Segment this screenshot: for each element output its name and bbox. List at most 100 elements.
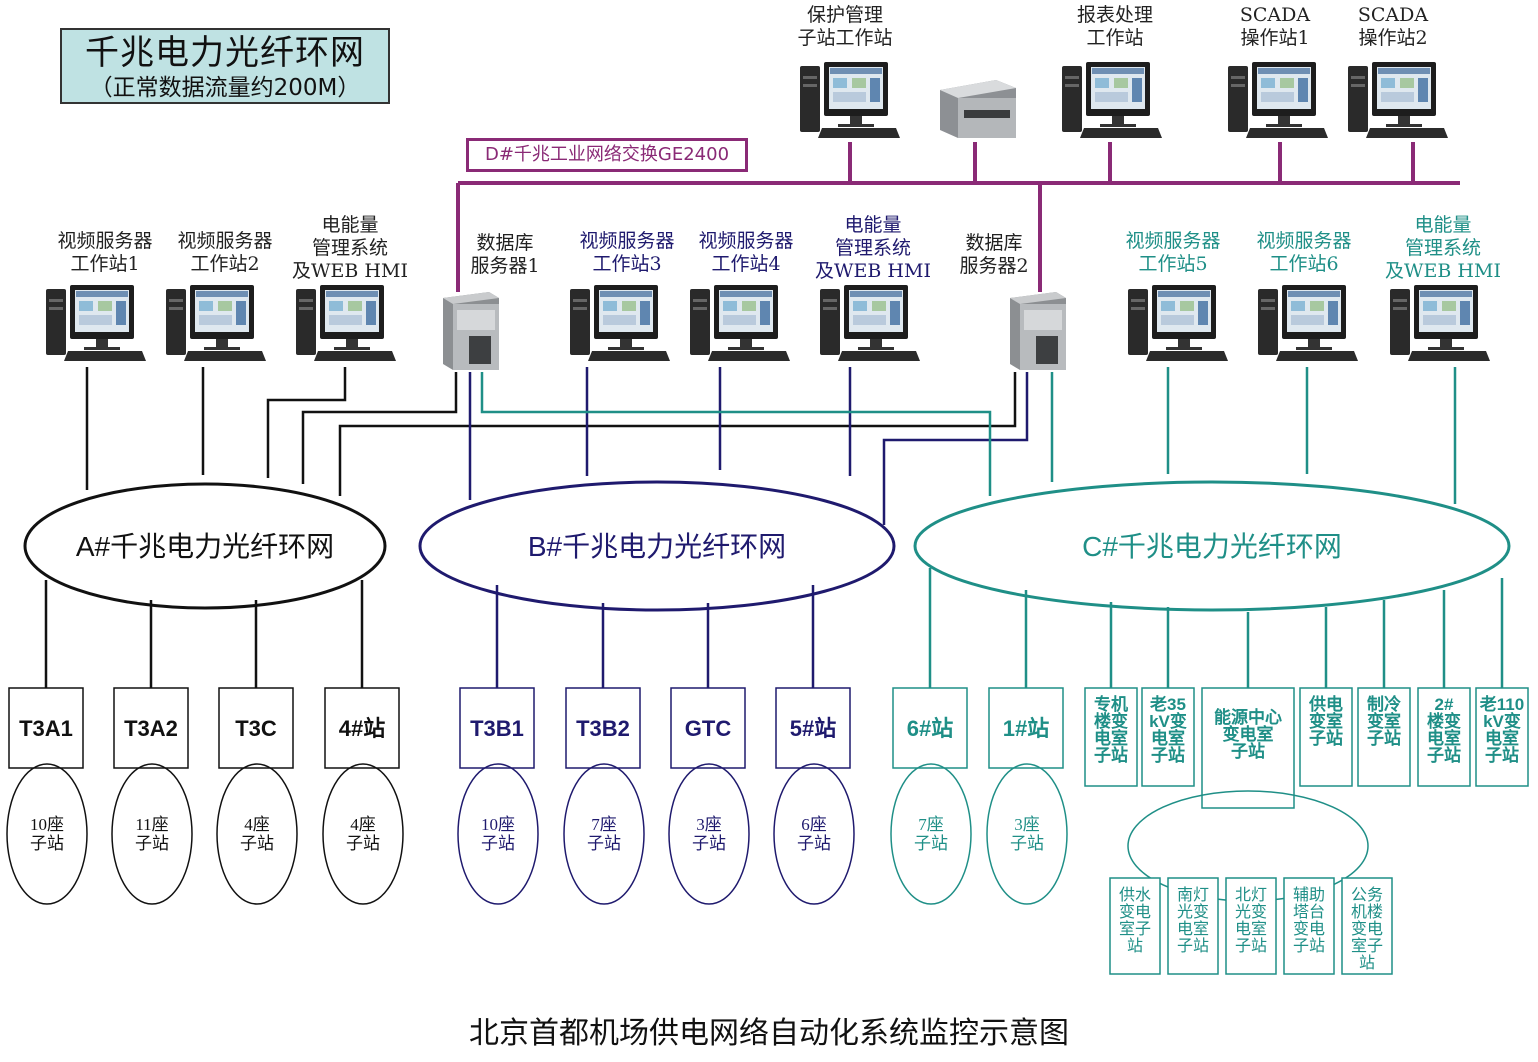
pc-drive <box>1261 307 1275 310</box>
pc-drive <box>803 76 817 79</box>
ws-label-vs2: 视频服务器 工作站2 <box>177 230 273 275</box>
pc-stand <box>1278 116 1290 124</box>
pc-screen-block <box>1291 301 1305 311</box>
pc-screen-bar <box>1420 291 1472 297</box>
c-small-box-4 <box>1357 687 1411 787</box>
pc-stand-base <box>728 347 764 350</box>
substation-ellipse-5 <box>563 763 645 905</box>
pc-stand <box>1178 339 1190 347</box>
ws-label-db2: 数据库 服务器2 <box>959 232 1029 277</box>
station-label-7: 5#站 <box>790 716 836 741</box>
wire-db2-b <box>882 372 1029 525</box>
pc-keyboard <box>314 351 396 361</box>
pc-screen-block <box>1298 78 1308 102</box>
c-small-label-0: 专机楼变电室子站 <box>1094 694 1128 765</box>
server-db2 <box>1010 292 1066 370</box>
pc-screen-bar <box>720 291 772 297</box>
ws-label-em3: 电能量 管理系统 及WEB HMI <box>1385 214 1501 282</box>
pc-screen-block <box>79 301 93 311</box>
substation-ellipse-1 <box>111 763 193 905</box>
server-bay <box>1024 310 1062 330</box>
pc-drive <box>1351 84 1365 87</box>
station-label-3: 4#站 <box>339 716 385 741</box>
pc-stand <box>850 116 862 124</box>
pc-tower <box>1258 289 1278 355</box>
switch-label: D#千兆工业网络交换GE2400 <box>466 138 748 172</box>
server-bay <box>457 310 495 330</box>
ws-label-vs1: 视频服务器 工作站1 <box>57 230 153 275</box>
pc-keyboard <box>588 351 670 361</box>
pc-stand-base <box>204 347 240 350</box>
station-box-0 <box>8 687 84 769</box>
substation-count-5: 7座子站 <box>587 815 621 853</box>
pc-keyboard <box>1366 128 1448 138</box>
ws-label-em2: 电能量 管理系统 及WEB HMI <box>815 214 931 282</box>
pc-screen-bar <box>850 291 902 297</box>
pc-drive <box>1261 299 1275 302</box>
pc-em2 <box>820 285 920 361</box>
pc-screen-block <box>603 315 636 325</box>
ring-A-label: A#千兆电力光纤环网 <box>76 531 334 562</box>
pc-drive <box>803 84 817 87</box>
pc-stand-base <box>608 347 644 350</box>
pc-screen-block <box>1418 78 1428 102</box>
pc-screen-bar <box>76 291 128 297</box>
pc-drive <box>299 299 313 302</box>
pc-screen-block <box>1261 78 1275 88</box>
energy-sub-box-4 <box>1341 877 1393 975</box>
wire-db1-c <box>480 372 992 496</box>
pc-screen-bar <box>830 68 882 74</box>
top-label-report: 报表处理 工作站 <box>1076 4 1153 49</box>
pc-drive <box>1231 84 1245 87</box>
pc-screen-block <box>1261 92 1294 102</box>
energy-sub-label-2: 北灯光变电室子站 <box>1235 886 1267 955</box>
c-small-box-2 <box>1201 687 1295 809</box>
pc-screen-block <box>1095 92 1128 102</box>
station-box-9 <box>988 687 1064 769</box>
c-small-label-4: 制冷变室子站 <box>1367 694 1401 748</box>
station-label-5: T3B2 <box>576 716 630 741</box>
pc-keyboard <box>838 351 920 361</box>
substation-count-8: 7座子站 <box>914 815 948 853</box>
pc-drive <box>1231 76 1245 79</box>
pc-tower <box>46 289 66 355</box>
pc-tower <box>1390 289 1410 355</box>
station-box-3 <box>324 687 400 769</box>
station-box-2 <box>218 687 294 769</box>
pc-screen-block <box>853 315 886 325</box>
c-small-label-2: 能源中心变电室子站 <box>1214 707 1282 761</box>
pc-stand <box>1398 116 1410 124</box>
pc-screen-block <box>1114 78 1128 88</box>
station-label-8: 6#站 <box>907 716 953 741</box>
pc-stand <box>740 339 752 347</box>
pc-screen-bar <box>600 291 652 297</box>
station-box-8 <box>892 687 968 769</box>
pc-drive <box>1393 299 1407 302</box>
pc-screen-block <box>1381 78 1395 88</box>
pc-keyboard <box>818 128 900 138</box>
pc-screen-block <box>742 301 756 311</box>
ws-label-vs6: 视频服务器 工作站6 <box>1256 230 1352 275</box>
pc-screen-block <box>348 301 362 311</box>
server-top <box>443 292 499 304</box>
pc-screen-block <box>1423 301 1437 311</box>
pc-stand <box>1112 116 1124 124</box>
substation-count-7: 6座子站 <box>797 815 831 853</box>
c-small-box-0 <box>1084 687 1138 787</box>
pc-drive <box>693 307 707 310</box>
pc-screen-block <box>1095 78 1109 88</box>
pc-screen-block <box>218 301 232 311</box>
pc-vs6 <box>1258 285 1358 361</box>
energy-sub-label-4: 公务机楼变电室子站 <box>1351 886 1383 972</box>
pc-stand-base <box>1266 124 1302 127</box>
pc-screen-block <box>1161 315 1194 325</box>
pc-vs4 <box>690 285 790 361</box>
station-label-4: T3B1 <box>470 716 524 741</box>
ws-label-vs4: 视频服务器 工作站4 <box>698 230 794 275</box>
pc-stand <box>870 339 882 347</box>
energy-sub-label-3: 辅助塔台变电子站 <box>1293 886 1325 955</box>
pc-screen-block <box>1198 301 1208 325</box>
pc-drive <box>169 299 183 302</box>
